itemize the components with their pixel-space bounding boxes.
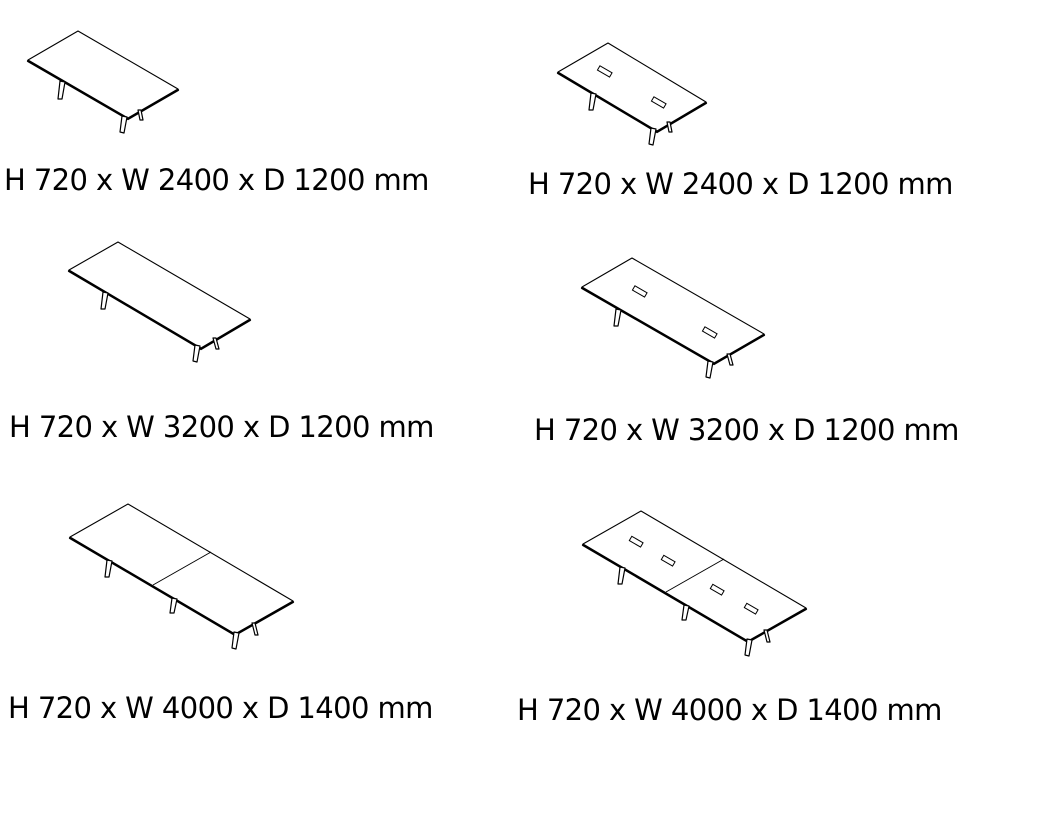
table-legs (104, 559, 259, 650)
table-top (67, 241, 252, 351)
table-legs (613, 308, 734, 379)
cable-ports (596, 65, 667, 109)
table-top (26, 30, 180, 121)
dimension-label: H 720 x W 3200 x D 1200 mm (534, 413, 959, 447)
dimension-label: H 720 x W 4000 x D 1400 mm (8, 691, 433, 725)
table-legs (588, 92, 673, 146)
dimension-label: H 720 x W 2400 x D 1200 mm (4, 163, 429, 197)
table-legs (57, 80, 144, 134)
table-legs (100, 291, 220, 363)
cable-ports (631, 285, 718, 339)
dimension-label: H 720 x W 2400 x D 1200 mm (528, 167, 953, 201)
table-top (581, 510, 808, 644)
dimension-label: H 720 x W 4000 x D 1400 mm (517, 693, 942, 727)
table-legs (617, 566, 771, 657)
dimension-label: H 720 x W 3200 x D 1200 mm (9, 410, 434, 444)
cable-ports (628, 535, 759, 615)
table-top (580, 257, 766, 366)
